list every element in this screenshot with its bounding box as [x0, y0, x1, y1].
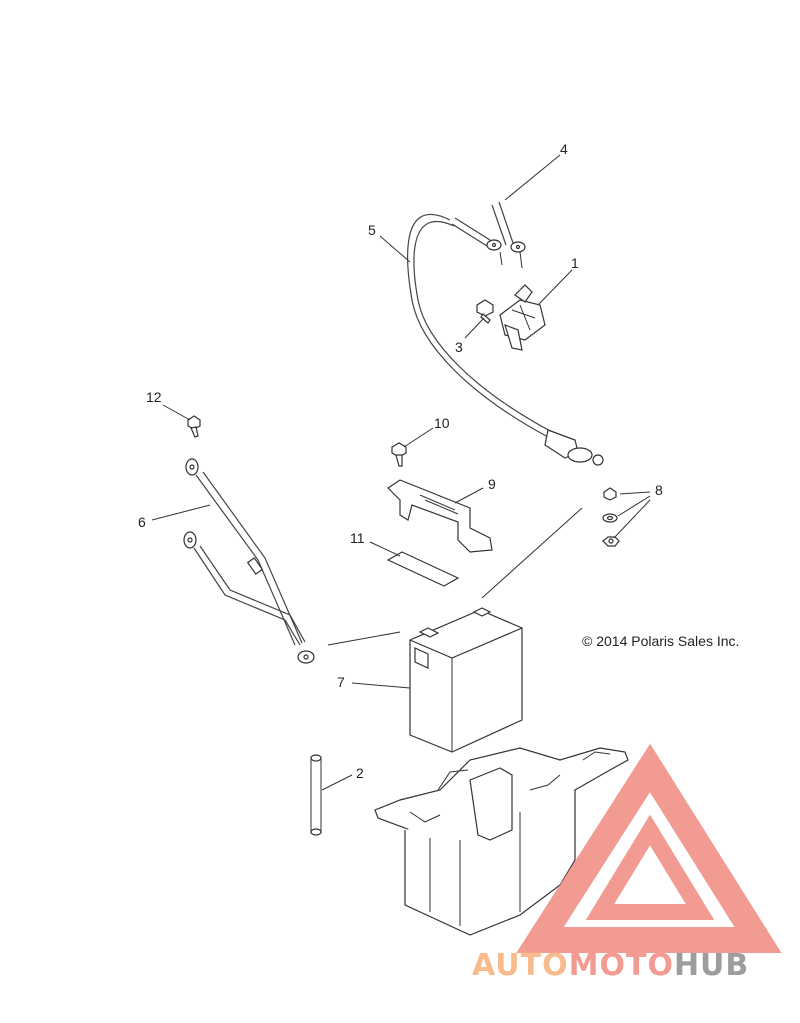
copyright-text: © 2014 Polaris Sales Inc.	[582, 633, 739, 649]
callout-9: 9	[488, 476, 496, 492]
leader-lines	[151, 154, 651, 791]
callout-1: 1	[571, 255, 579, 271]
watermark-triangle-outer	[516, 743, 782, 953]
watermark-hub: HUB	[674, 948, 749, 983]
callout-5: 5	[368, 222, 376, 238]
watermark-logo: AUTOMOTOHUB	[472, 743, 782, 983]
bracket-9	[387, 479, 493, 553]
watermark-auto: AUTO	[472, 948, 569, 983]
watermark-triangle-inner	[585, 814, 715, 920]
callout-7: 7	[337, 674, 345, 690]
screw-12	[187, 415, 201, 438]
bolt-10	[391, 442, 407, 467]
callout-4: 4	[560, 141, 568, 157]
bolt-3	[476, 299, 494, 324]
callout-11: 11	[350, 530, 365, 546]
cable-5	[407, 213, 604, 466]
battery-7	[409, 607, 523, 753]
svg-text:AUTOMOTOHUB: AUTOMOTOHUB	[472, 948, 749, 983]
callout-6: 6	[138, 514, 146, 530]
harness-6	[183, 458, 315, 664]
cable-4	[451, 201, 526, 269]
relay-1	[499, 284, 546, 351]
watermark-moto: MOTO	[569, 948, 674, 983]
hardware-8	[602, 487, 620, 547]
callout-10: 10	[434, 415, 450, 431]
callout-8: 8	[655, 482, 663, 498]
battery-box	[374, 747, 629, 936]
callout-2: 2	[356, 765, 364, 781]
callout-12: 12	[146, 389, 162, 405]
callout-3: 3	[455, 339, 463, 355]
pad-11	[386, 551, 460, 587]
tube-2	[310, 754, 322, 836]
